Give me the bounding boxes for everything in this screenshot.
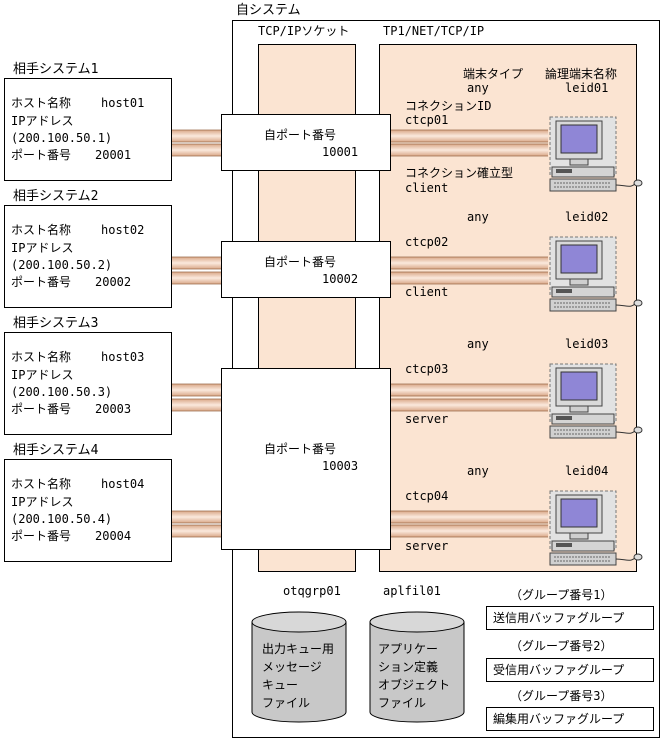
partner-port-label: ポート番号 <box>11 529 72 543</box>
pipe-terminal-2 <box>391 271 548 285</box>
own-port-box-1: 自ポート番号 10001 <box>221 114 391 171</box>
partner-port-label: ポート番号 <box>11 402 72 416</box>
buffer-group-number-3: （グループ番号3） <box>510 689 613 703</box>
partner-port: 20002 <box>95 275 132 289</box>
connection-id-header: コネクションID <box>405 99 492 113</box>
buffer-group-name: 受信用バッファグループ <box>493 663 625 677</box>
terminal-computer-icon <box>549 490 643 566</box>
terminal-computer-icon <box>549 363 643 439</box>
partner-host: host03 <box>101 350 145 364</box>
terminal-computer-icon <box>549 236 643 312</box>
pipe-terminal-3 <box>391 398 548 412</box>
buffer-group-name: 送信用バッファグループ <box>493 611 625 625</box>
terminal-type: any <box>467 337 489 351</box>
app-definition-file-label: アプリケー ション定義 オブジェクト ファイル <box>378 642 451 710</box>
terminal-type: any <box>467 81 489 95</box>
terminal-type: any <box>467 464 489 478</box>
otq-label: otqgrp01 <box>283 584 341 598</box>
pipe-terminal-2 <box>391 256 548 270</box>
buffer-group-number-2: （グループ番号2） <box>510 639 613 653</box>
terminal-computer-icon <box>549 116 643 192</box>
app-definition-file-cylinder <box>369 611 465 723</box>
output-queue-file-cylinder <box>251 611 347 723</box>
own-system-title: 自システム <box>236 3 301 18</box>
partner-ip: (200.100.50.3) <box>11 385 113 399</box>
own-port-number: 10001 <box>322 145 359 159</box>
own-port-box-3: 自ポート番号 10003 <box>221 368 391 550</box>
own-port-label: 自ポート番号 <box>264 255 337 269</box>
terminal-type: any <box>467 210 489 224</box>
buffer-group-number-1: （グループ番号1） <box>510 588 613 602</box>
partner-system-title: 相手システム1 <box>13 62 99 77</box>
logical-terminal-name: leid02 <box>565 210 609 224</box>
partner-ip: (200.100.50.1) <box>11 131 113 145</box>
partner-ip-label: IPアドレス <box>11 114 74 128</box>
partner-host: host01 <box>101 96 145 110</box>
partner-port: 20004 <box>95 529 132 543</box>
pipe-terminal-3 <box>391 383 548 397</box>
partner-port: 20001 <box>95 148 132 162</box>
connection-mode: server <box>405 539 449 553</box>
partner-host-label: ホスト名称 <box>11 223 72 237</box>
own-port-number: 10002 <box>322 272 359 286</box>
connection-mode: server <box>405 412 449 426</box>
partner-host: host02 <box>101 223 145 237</box>
pipe-terminal-4 <box>391 524 548 538</box>
partner-ip-label: IPアドレス <box>11 241 74 255</box>
buffer-group-box-1: 送信用バッファグループ <box>486 606 654 630</box>
connection-type-header: コネクション確立型 <box>405 166 514 180</box>
net-label: TP1/NET/TCP/IP <box>383 24 485 38</box>
partner-port: 20003 <box>95 402 132 416</box>
pipe-terminal-4 <box>391 510 548 524</box>
buffer-group-box-3: 編集用バッファグループ <box>486 707 654 731</box>
connection-id: ctcp04 <box>405 489 449 503</box>
partner-system-title: 相手システム2 <box>13 189 99 204</box>
logical-terminal-name: leid01 <box>565 81 609 95</box>
partner-host: host04 <box>101 477 145 491</box>
logical-name-header: 論理端末名称 <box>545 67 618 81</box>
own-port-label: 自ポート番号 <box>264 442 337 456</box>
own-port-number: 10003 <box>322 459 359 473</box>
logical-terminal-name: leid03 <box>565 337 609 351</box>
partner-ip-label: IPアドレス <box>11 368 74 382</box>
partner-host-label: ホスト名称 <box>11 350 72 364</box>
pipe-terminal-1 <box>391 143 548 157</box>
partner-host-label: ホスト名称 <box>11 477 72 491</box>
buffer-group-name: 編集用バッファグループ <box>493 712 625 726</box>
partner-ip-label: IPアドレス <box>11 495 74 509</box>
partner-port-label: ポート番号 <box>11 275 72 289</box>
own-port-label: 自ポート番号 <box>264 128 337 142</box>
partner-ip: (200.100.50.4) <box>11 512 113 526</box>
terminal-type-header: 端末タイプ <box>463 67 524 81</box>
logical-terminal-name: leid04 <box>565 464 609 478</box>
connection-id: ctcp01 <box>405 113 449 127</box>
buffer-group-box-2: 受信用バッファグループ <box>486 658 654 682</box>
partner-port-label: ポート番号 <box>11 148 72 162</box>
own-port-box-2: 自ポート番号 10002 <box>221 241 391 298</box>
partner-host-label: ホスト名称 <box>11 96 72 110</box>
connection-mode: client <box>405 285 449 299</box>
partner-system-title: 相手システム3 <box>13 316 99 331</box>
output-queue-file-label: 出力キュー用 メッセージ キュー ファイル <box>262 642 335 710</box>
partner-ip: (200.100.50.2) <box>11 258 113 272</box>
connection-mode: client <box>405 181 449 195</box>
partner-system-title: 相手システム4 <box>13 443 99 458</box>
connection-id: ctcp03 <box>405 362 449 376</box>
pipe-terminal-1 <box>391 129 548 143</box>
socket-label: TCP/IPソケット <box>258 24 350 38</box>
connection-id: ctcp02 <box>405 235 449 249</box>
apl-label: aplfil01 <box>383 584 441 598</box>
